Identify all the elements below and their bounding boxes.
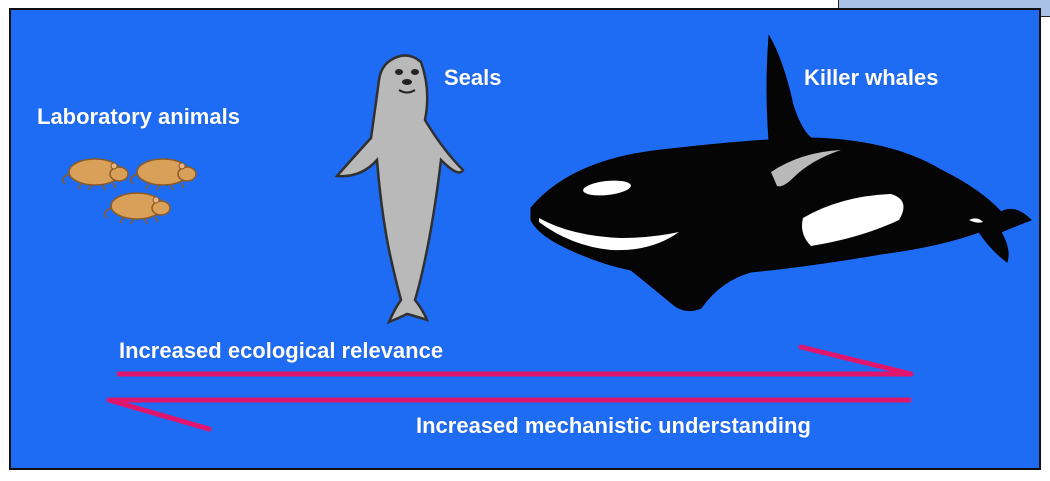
killer-whale-icon (531, 36, 1031, 311)
rodent-icon (63, 159, 128, 190)
ecological-relevance-label: Increased ecological relevance (119, 338, 443, 364)
seals-label: Seals (444, 65, 502, 91)
seal-icon (337, 55, 463, 322)
laboratory-animals-label: Laboratory animals (37, 104, 240, 130)
diagram-panel: Laboratory animals Seals Killer whales I… (9, 8, 1041, 470)
killer-whales-label: Killer whales (804, 65, 939, 91)
mechanistic-understanding-label: Increased mechanistic understanding (416, 413, 811, 439)
rodent-icon (131, 159, 196, 190)
rodent-icon (105, 193, 170, 224)
